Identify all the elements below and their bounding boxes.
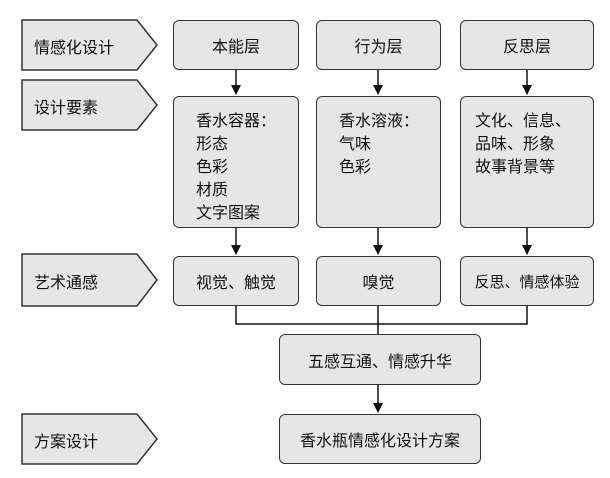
level-box-reflective: 反思层 [460,20,594,70]
level-box-visceral: 本能层 [173,20,299,70]
elements-box-reflective: 文化、信息、 品味、形象 故事背景等 [460,96,594,228]
row-label-elements: 设计要素 [34,98,99,117]
elements-visceral-line: 材质 [196,180,229,199]
elements-reflective-line: 品味、形象 [475,134,556,153]
row-label-plan: 方案设计 [34,432,99,451]
elements-behavioral-line: 香水溶液： [339,111,420,130]
senses-box-reflective: 反思、情感体验 [460,256,594,306]
senses-box-behavioral: 嗅觉 [316,256,441,306]
elements-visceral-line: 形态 [196,134,229,153]
row-label-shape-elements [21,79,158,131]
row-label-design: 情感化设计 [34,38,115,57]
row-label-senses: 艺术通感 [34,273,99,292]
elements-reflective-line: 故事背景等 [475,157,556,176]
elements-reflective-line: 文化、信息、 [475,111,572,130]
row-label-shape-plan [21,413,158,465]
row-label-shape-senses [21,253,158,307]
elements-box-behavioral: 香水溶液： 气味 色彩 [316,96,441,228]
elements-box-visceral: 香水容器： 形态 色彩 材质 文字图案 [173,96,299,228]
senses-box-visceral: 视觉、触觉 [173,256,299,306]
elements-visceral-line: 香水容器： [196,111,277,130]
synthesis-box: 五感互通、情感升华 [279,334,481,385]
result-box: 香水瓶情感化设计方案 [279,414,481,464]
elements-visceral-line: 文字图案 [196,203,261,222]
elements-visceral-line: 色彩 [196,157,229,176]
elements-behavioral-line: 气味 [339,134,372,153]
row-label-shape-design [21,19,158,71]
level-box-behavioral: 行为层 [316,20,441,70]
merge-connector [235,306,528,325]
elements-behavioral-line: 色彩 [339,157,372,176]
